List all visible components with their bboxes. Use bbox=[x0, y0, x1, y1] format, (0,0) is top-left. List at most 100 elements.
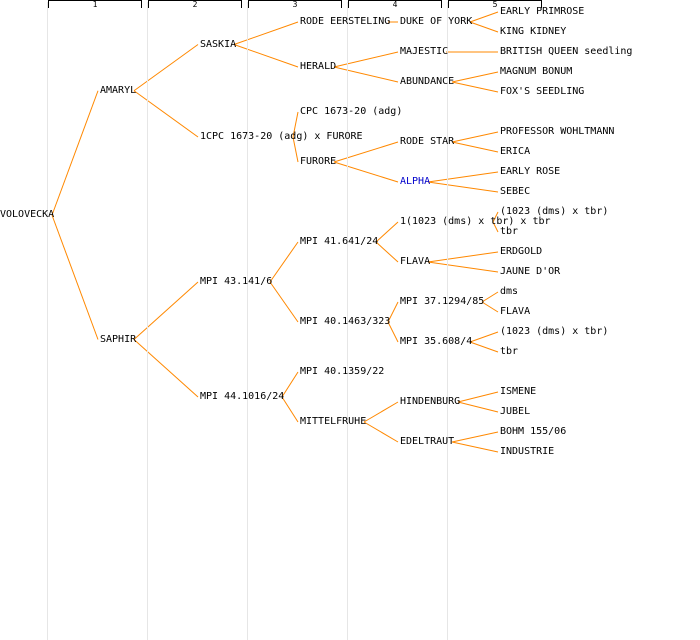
pedigree-node-d1023a[interactable]: (1023 (dms) x tbr) bbox=[500, 206, 609, 217]
connector-line bbox=[469, 11, 499, 23]
connector-line bbox=[387, 321, 399, 343]
connector-line bbox=[481, 301, 499, 313]
pedigree-node-d1023b[interactable]: (1023 (dms) x tbr) bbox=[500, 326, 609, 337]
pedigree-node-flava[interactable]: FLAVA bbox=[400, 256, 431, 267]
connector-line bbox=[469, 21, 499, 33]
connector-line bbox=[133, 90, 199, 138]
pedigree-node-duke[interactable]: DUKE OF YORK bbox=[400, 16, 473, 27]
connector-line bbox=[427, 171, 499, 183]
pedigree-node-rodee[interactable]: RODE EERSTELING bbox=[300, 16, 391, 27]
connector-line bbox=[363, 401, 399, 423]
connector-line bbox=[333, 66, 399, 83]
column-header-4: 4 bbox=[348, 0, 442, 9]
column-separator bbox=[347, 2, 348, 640]
pedigree-node-mpi43[interactable]: MPI 43.141/6 bbox=[200, 276, 273, 287]
pedigree-node-sebec[interactable]: SEBEC bbox=[500, 186, 531, 197]
pedigree-node-jubel[interactable]: JUBEL bbox=[500, 406, 531, 417]
pedigree-node-edelt[interactable]: EDELTRAUT bbox=[400, 436, 455, 447]
connector-line bbox=[469, 341, 499, 353]
pedigree-node-tbra[interactable]: tbr bbox=[500, 226, 519, 237]
connector-line bbox=[457, 401, 499, 413]
connector-line bbox=[469, 331, 499, 343]
column-separator bbox=[47, 2, 48, 640]
connector-line bbox=[51, 90, 99, 216]
column-separator bbox=[447, 2, 448, 640]
connector-line bbox=[492, 221, 499, 233]
pedigree-node-dms[interactable]: dms bbox=[500, 286, 519, 297]
pedigree-node-profw[interactable]: PROFESSOR WOHLTMANN bbox=[500, 126, 615, 137]
pedigree-node-mpi41[interactable]: MPI 41.641/24 bbox=[300, 236, 379, 247]
pedigree-node-tbrb[interactable]: tbr bbox=[500, 346, 519, 357]
column-header-2: 2 bbox=[148, 0, 242, 9]
pedigree-node-hinden[interactable]: HINDENBURG bbox=[400, 396, 461, 407]
pedigree-node-volovecka[interactable]: VOLOVECKA bbox=[0, 209, 55, 221]
pedigree-node-herald[interactable]: HERALD bbox=[300, 61, 337, 72]
pedigree-node-britq[interactable]: BRITISH QUEEN seedling bbox=[500, 46, 633, 57]
pedigree-node-majestic[interactable]: MAJESTIC bbox=[400, 46, 449, 57]
connector-line bbox=[375, 221, 399, 243]
pedigree-node-mpi35[interactable]: MPI 35.608/4 bbox=[400, 336, 473, 347]
connector-line bbox=[133, 339, 199, 398]
pedigree-node-cpc[interactable]: CPC 1673-20 (adg) bbox=[300, 106, 403, 117]
connector-line bbox=[481, 291, 499, 303]
connector-line bbox=[233, 44, 299, 68]
pedigree-node-ismene[interactable]: ISMENE bbox=[500, 386, 537, 397]
connector-line bbox=[133, 44, 199, 92]
connector-line bbox=[451, 131, 499, 143]
pedigree-node-indus[interactable]: INDUSTRIE bbox=[500, 446, 555, 457]
connector-line bbox=[451, 141, 499, 153]
pedigree-node-earlyr[interactable]: EARLY ROSE bbox=[500, 166, 561, 177]
pedigree-node-mittel[interactable]: MITTELFRUHE bbox=[300, 416, 367, 427]
pedigree-node-bohm[interactable]: BOHM 155/06 bbox=[500, 426, 567, 437]
pedigree-node-foxs[interactable]: FOX'S SEEDLING bbox=[500, 86, 585, 97]
connector-line bbox=[451, 431, 499, 443]
connector-line bbox=[427, 251, 499, 263]
connector-line bbox=[427, 181, 499, 193]
pedigree-node-flava2[interactable]: FLAVA bbox=[500, 306, 531, 317]
pedigree-node-saskia[interactable]: SASKIA bbox=[200, 38, 237, 50]
pedigree-node-erdg[interactable]: ERDGOLD bbox=[500, 246, 543, 257]
pedigree-node-furore[interactable]: FURORE bbox=[300, 156, 337, 167]
pedigree-node-mpi44[interactable]: MPI 44.1016/24 bbox=[200, 391, 285, 402]
connector-line bbox=[387, 301, 399, 323]
connector-line bbox=[457, 391, 499, 403]
pedigree-node-rstar[interactable]: RODE STAR bbox=[400, 136, 455, 147]
connector-line bbox=[492, 211, 499, 223]
pedigree-node-saphir[interactable]: SAPHIR bbox=[100, 333, 137, 345]
pedigree-node-mpi37[interactable]: MPI 37.1294/85 bbox=[400, 296, 485, 307]
column-separator bbox=[147, 2, 148, 640]
column-separator bbox=[247, 2, 248, 640]
pedigree-node-mpi40b[interactable]: MPI 40.1359/22 bbox=[300, 366, 385, 377]
connector-line bbox=[375, 241, 399, 263]
connector-line bbox=[269, 241, 299, 283]
connector-line bbox=[292, 136, 299, 163]
column-header-3: 3 bbox=[248, 0, 342, 9]
connector-line bbox=[333, 51, 399, 68]
connector-line bbox=[233, 21, 299, 45]
pedigree-node-magnum[interactable]: MAGNUM BONUM bbox=[500, 66, 573, 77]
pedigree-node-alpha[interactable]: ALPHA bbox=[400, 176, 431, 187]
connector-line bbox=[363, 421, 399, 443]
pedigree-node-x1023[interactable]: 1(1023 (dms) x tbr) x tbr bbox=[400, 216, 551, 227]
connector-line bbox=[281, 371, 299, 398]
pedigree-node-earlyp[interactable]: EARLY PRIMROSE bbox=[500, 6, 585, 17]
pedigree-node-kingk[interactable]: KING KIDNEY bbox=[500, 26, 567, 37]
pedigree-node-erica[interactable]: ERICA bbox=[500, 146, 531, 157]
connector-line bbox=[292, 111, 299, 138]
connector-line bbox=[333, 141, 399, 163]
pedigree-node-jaune[interactable]: JAUNE D'OR bbox=[500, 266, 561, 277]
connector-line bbox=[333, 161, 399, 183]
connector-line bbox=[451, 71, 499, 83]
connector-line bbox=[133, 281, 199, 340]
pedigree-node-amaryl[interactable]: AMARYL bbox=[100, 84, 137, 96]
pedigree-node-abund[interactable]: ABUNDANCE bbox=[400, 76, 455, 87]
connector-line bbox=[451, 81, 499, 93]
column-header-5: 5 bbox=[448, 0, 542, 9]
pedigree-node-cpcx[interactable]: 1CPC 1673-20 (adg) x FURORE bbox=[200, 131, 363, 142]
pedigree-node-mpi40a[interactable]: MPI 40.1463/323 bbox=[300, 316, 391, 327]
connector-line bbox=[281, 396, 299, 423]
connector-line bbox=[51, 214, 99, 340]
connector-line bbox=[427, 261, 499, 273]
